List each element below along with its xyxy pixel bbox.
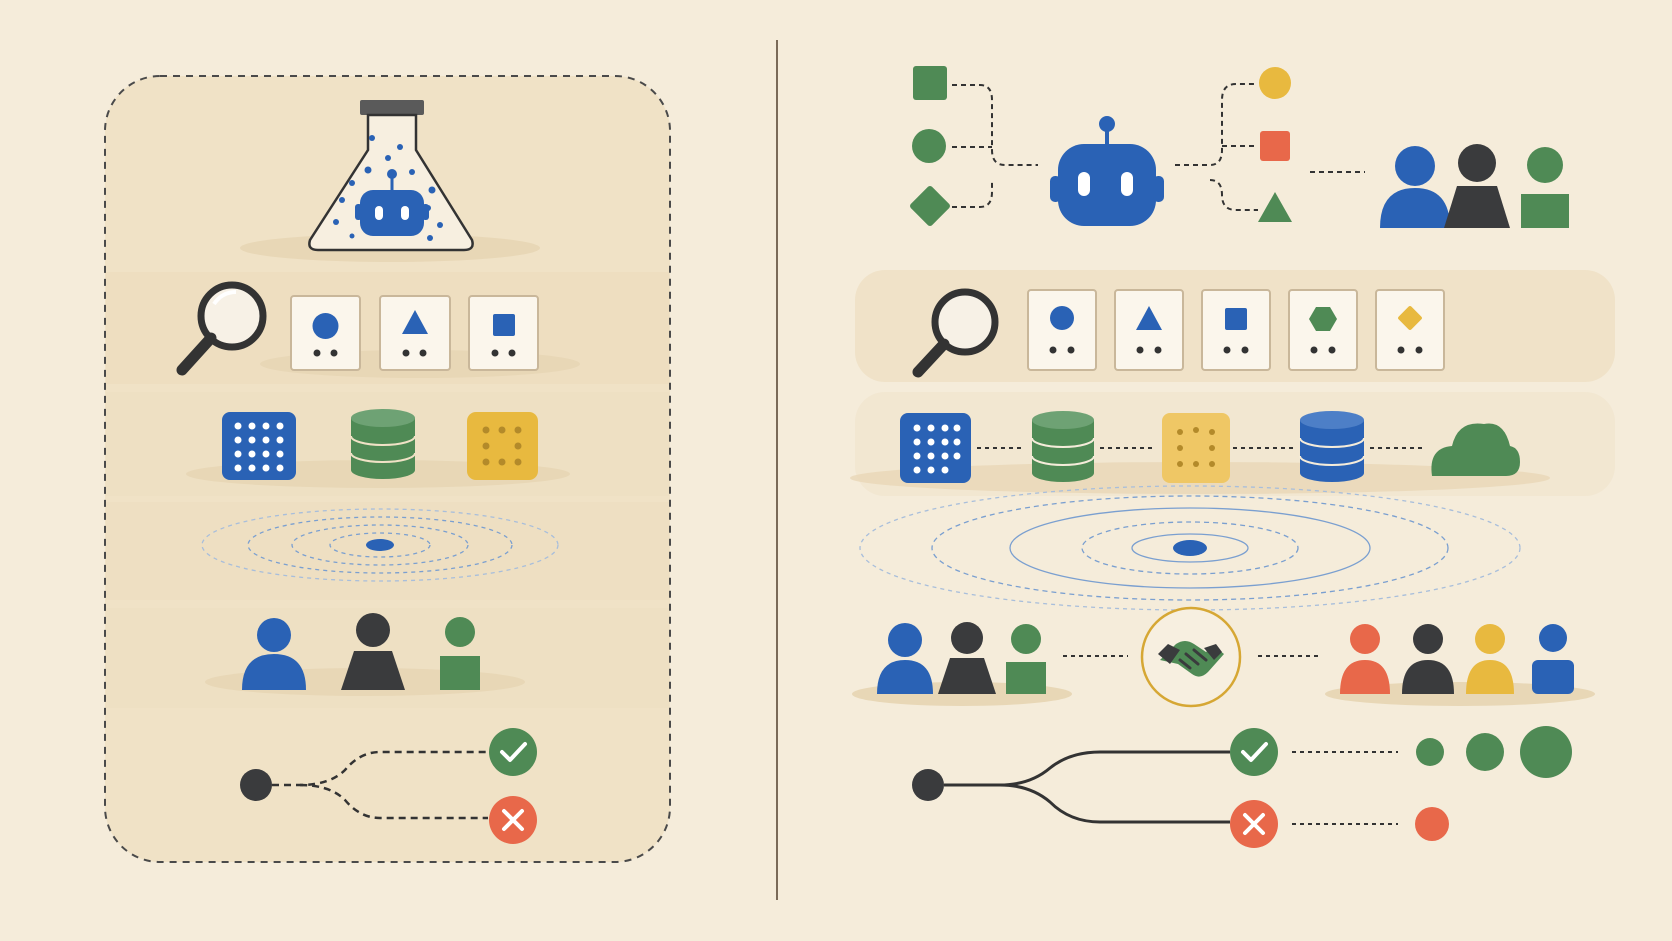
handshake-icon (1140, 606, 1242, 708)
growth-dot-small (1416, 738, 1444, 766)
dots-tile-icon (467, 412, 538, 480)
branch-diagram (240, 728, 537, 844)
dark-person-icon (1402, 624, 1454, 694)
green-person-icon (440, 617, 480, 690)
cross-icon (489, 796, 537, 844)
growth-dot-medium (1466, 733, 1504, 771)
robot-icon (355, 169, 429, 236)
card-square (468, 295, 539, 371)
square-shape (1260, 131, 1290, 161)
card-circle (1027, 289, 1097, 371)
grid-icon (222, 412, 296, 480)
dots-tile-icon (1162, 413, 1230, 483)
card-diamond (1375, 289, 1445, 371)
check-icon (1230, 728, 1278, 776)
green-person-icon (1006, 624, 1046, 694)
start-node (240, 769, 272, 801)
shadow (1325, 682, 1595, 706)
flask-cap (360, 100, 424, 115)
decline-dot (1415, 807, 1449, 841)
database-icon (1299, 411, 1365, 482)
blue-person-icon (1380, 146, 1450, 228)
left-panel (104, 75, 671, 863)
database-icon (350, 409, 416, 479)
blue-person-icon (1532, 624, 1574, 694)
output-shapes (1258, 67, 1292, 222)
dark-person-icon (1444, 144, 1510, 228)
magnifier-icon (176, 281, 267, 376)
input-shapes (910, 66, 950, 226)
blue-person-icon (242, 618, 306, 690)
circle-shape (1259, 67, 1291, 99)
output-connectors (1175, 83, 1365, 211)
red-person-icon (1340, 624, 1390, 694)
card-circle (290, 295, 361, 371)
right-panel (850, 66, 1615, 848)
flask-with-robot-icon (240, 100, 540, 262)
cross-icon (1230, 800, 1278, 848)
card-hexagon (1288, 289, 1358, 371)
check-icon (489, 728, 537, 776)
circle-shape (912, 129, 946, 163)
database-icon (1031, 411, 1095, 482)
diamond-shape (910, 186, 950, 226)
card-triangle (1114, 289, 1184, 371)
cloud-icon (1431, 423, 1520, 476)
square-shape (913, 66, 947, 100)
card-square (1201, 289, 1271, 371)
triangle-shape (1258, 192, 1292, 222)
band (106, 502, 669, 600)
ripple-icon (859, 485, 1521, 611)
green-person-icon (1521, 147, 1569, 228)
yellow-person-icon (1466, 624, 1514, 694)
grid-icon (900, 413, 971, 483)
start-node (912, 769, 944, 801)
dark-person-icon (938, 622, 996, 694)
input-connectors (952, 84, 1038, 208)
blue-person-icon (877, 623, 933, 694)
bubbles (333, 135, 443, 241)
branch-diagram (912, 726, 1572, 848)
ripple-icon (201, 508, 559, 582)
magnifier-icon (912, 288, 999, 378)
dark-person-icon (341, 613, 405, 690)
card-triangle (379, 295, 451, 371)
robot-icon (1050, 116, 1164, 226)
growth-dot-large (1520, 726, 1572, 778)
